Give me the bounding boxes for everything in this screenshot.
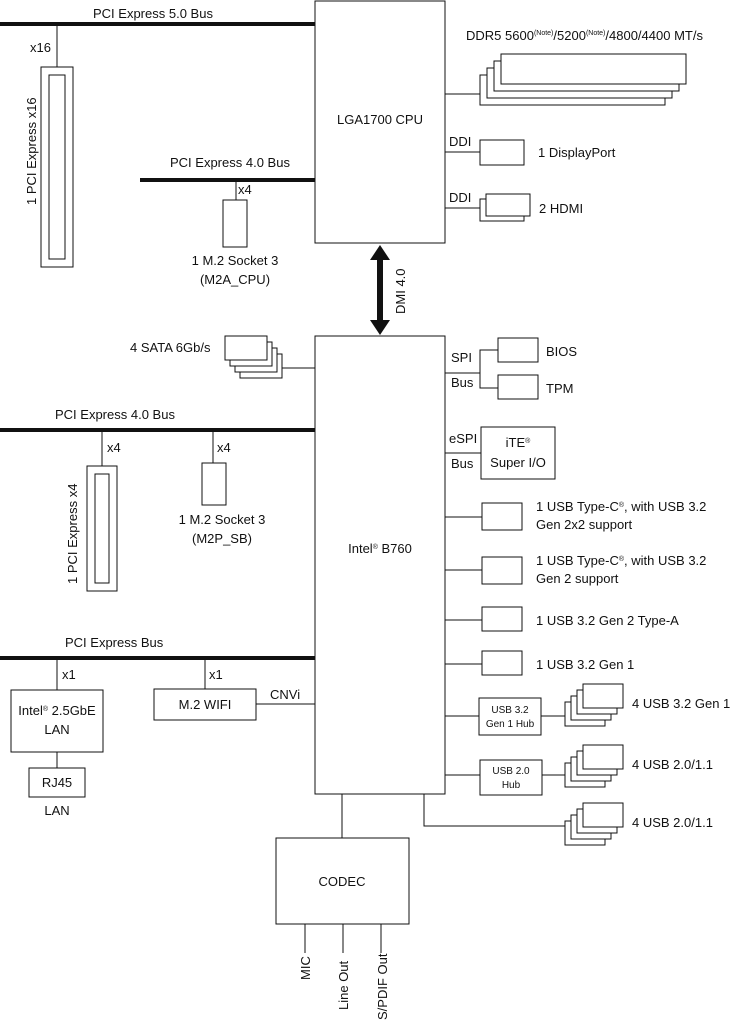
memory-label: DDR5 5600(Note)/5200(Note)/4800/4400 MT/… bbox=[466, 28, 703, 43]
usb-typec2-label-line2: Gen 2 support bbox=[536, 571, 619, 586]
codec-box bbox=[275, 837, 410, 925]
spi-bus-label: Bus bbox=[451, 375, 474, 390]
lan-controller-label-line1: Intel® 2.5GbE bbox=[18, 703, 96, 718]
cnvi-label: CNVi bbox=[270, 687, 300, 702]
pcie-x4-slot-inner bbox=[94, 473, 110, 584]
superio-label-line2: Super I/O bbox=[490, 455, 546, 470]
wifi-label: M.2 WIFI bbox=[179, 697, 232, 712]
dmi-label: DMI 4.0 bbox=[393, 268, 408, 314]
m2a-label-line1: 1 M.2 Socket 3 bbox=[192, 253, 279, 268]
cpu-label: LGA1700 CPU bbox=[337, 112, 423, 127]
pcie-x4-label: 1 PCI Express x4 bbox=[65, 484, 80, 584]
sata-label: 4 SATA 6Gb/s bbox=[130, 340, 211, 355]
ddi1-label: DDI bbox=[449, 134, 471, 149]
espi-label: eSPI bbox=[449, 431, 477, 446]
usb-hub1-label-line2: Gen 1 Hub bbox=[486, 719, 535, 730]
ddi2-label: DDI bbox=[449, 190, 471, 205]
m2a-slot bbox=[222, 199, 248, 248]
usb-hub1-port-1 bbox=[582, 683, 624, 709]
pcie-x4-x4-label: x4 bbox=[107, 440, 121, 455]
pcie4-cpu-bus-label: PCI Express 4.0 Bus bbox=[170, 155, 290, 170]
bios-box bbox=[497, 337, 539, 363]
usb-typec2-label-line1: 1 USB Type-C®, with USB 3.2 bbox=[536, 553, 706, 568]
usb-gen1-label: 1 USB 3.2 Gen 1 bbox=[536, 657, 634, 672]
usb-hub2-port-1 bbox=[582, 744, 624, 770]
rj45-lan-label: LAN bbox=[44, 803, 69, 818]
spi-branch bbox=[479, 349, 498, 389]
x16-label: x16 bbox=[30, 40, 51, 55]
superio-label-line1: iTE® bbox=[506, 435, 532, 450]
pcie-bus-label: PCI Express Bus bbox=[65, 635, 164, 650]
codec-label: CODEC bbox=[319, 874, 366, 889]
usb-hub2-label-line2: Hub bbox=[502, 780, 521, 791]
sata-box-1 bbox=[224, 335, 268, 361]
usb-hub1-out-label: 4 USB 3.2 Gen 1 bbox=[632, 696, 730, 711]
spi-label: SPI bbox=[451, 350, 472, 365]
cpu-box bbox=[314, 0, 446, 244]
displayport-box bbox=[479, 139, 525, 166]
usb-gen2a-box bbox=[481, 606, 523, 632]
m2p-x4-label: x4 bbox=[217, 440, 231, 455]
usb-hub2-box bbox=[479, 759, 543, 796]
m2p-slot bbox=[201, 462, 227, 506]
usb-hub1-label-line1: USB 3.2 bbox=[491, 705, 529, 716]
usb-typec1-box bbox=[481, 502, 523, 531]
m2a-label-line2: (M2A_CPU) bbox=[200, 272, 270, 287]
pcie-x16-label: 1 PCI Express x16 bbox=[24, 97, 39, 205]
usb-hub2-label-line1: USB 2.0 bbox=[492, 766, 530, 777]
usb-hub2-out-label: 4 USB 2.0/1.1 bbox=[632, 757, 713, 772]
lan-x1-label: x1 bbox=[62, 667, 76, 682]
usb-gen1-box bbox=[481, 650, 523, 676]
tpm-label: TPM bbox=[546, 381, 573, 396]
wifi-x1-label: x1 bbox=[209, 667, 223, 682]
spdif-label: S/PDIF Out bbox=[375, 953, 390, 1020]
chipset-label: Intel® B760 bbox=[348, 541, 412, 556]
espi-bus-label: Bus bbox=[451, 456, 474, 471]
dimm-1 bbox=[500, 53, 687, 85]
m2p-label-line1: 1 M.2 Socket 3 bbox=[179, 512, 266, 527]
dmi-arrow-up-icon bbox=[370, 245, 390, 260]
pcie5-bus-label: PCI Express 5.0 Bus bbox=[93, 6, 213, 21]
tpm-box bbox=[497, 374, 539, 400]
usb2-direct-port-1 bbox=[582, 802, 624, 828]
memory-link bbox=[445, 75, 481, 95]
m2a-x4-label: x4 bbox=[238, 182, 252, 197]
usb2-direct-label: 4 USB 2.0/1.1 bbox=[632, 815, 713, 830]
usb-typec2-box bbox=[481, 556, 523, 585]
usb-typec1-label-line2: Gen 2x2 support bbox=[536, 517, 633, 532]
lan-controller-label-line2: LAN bbox=[44, 722, 69, 737]
rj45-label: RJ45 bbox=[42, 775, 72, 790]
superio-box bbox=[480, 426, 556, 480]
mic-label: MIC bbox=[298, 956, 313, 980]
usb-gen2a-label: 1 USB 3.2 Gen 2 Type-A bbox=[536, 613, 679, 628]
m2p-label-line2: (M2P_SB) bbox=[192, 531, 252, 546]
usb2-direct-link bbox=[423, 794, 565, 827]
hdmi-label: 2 HDMI bbox=[539, 201, 583, 216]
displayport-label: 1 DisplayPort bbox=[538, 145, 616, 160]
hdmi-box-1 bbox=[485, 193, 531, 217]
rj45-box bbox=[28, 767, 86, 798]
pcie4-pch-bus-label: PCI Express 4.0 Bus bbox=[55, 407, 175, 422]
lineout-label: Line Out bbox=[336, 960, 351, 1010]
usb-typec1-label-line1: 1 USB Type-C®, with USB 3.2 bbox=[536, 499, 706, 514]
pcie-x16-slot-inner bbox=[48, 74, 66, 260]
lan-controller-box bbox=[10, 689, 104, 753]
bios-label: BIOS bbox=[546, 344, 577, 359]
chipset-box bbox=[314, 335, 446, 795]
dmi-arrow-down-icon bbox=[370, 320, 390, 335]
